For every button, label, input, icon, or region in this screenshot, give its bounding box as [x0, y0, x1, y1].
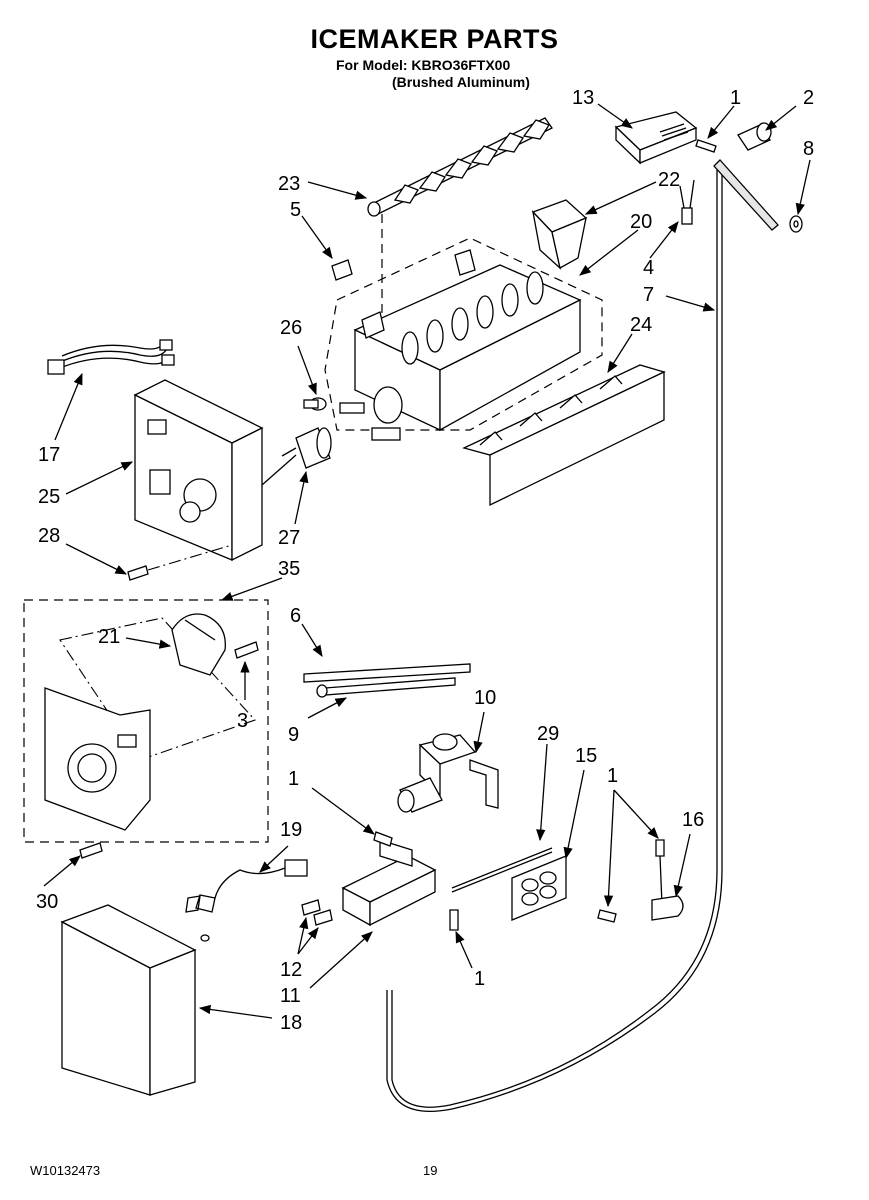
callout-13: 13: [572, 87, 594, 109]
callout-28: 28: [38, 525, 60, 547]
screw-3: [234, 641, 259, 659]
callout-labels: 13 1 2 8 23 22 5 20 4 7 26 24 17 25 28 2…: [36, 87, 814, 1034]
callout-16: 16: [682, 809, 704, 831]
screw-1-top: [695, 139, 717, 153]
callout-22: 22: [658, 169, 680, 191]
screw-1-bracket: [373, 831, 393, 847]
fill-cup-bracket-13: [614, 111, 698, 165]
clip-5: [331, 259, 353, 281]
callout-3: 3: [237, 710, 248, 732]
ice-mold-20: [339, 249, 582, 441]
callout-1-heater-group: 1: [607, 765, 618, 787]
callout-20: 20: [630, 211, 652, 233]
leader-lines: [43, 103, 811, 1019]
motor-27: [281, 427, 332, 469]
callout-6: 6: [290, 605, 301, 627]
callout-10: 10: [474, 687, 496, 709]
callout-2: 2: [803, 87, 814, 109]
callout-5: 5: [290, 199, 301, 221]
callout-1-bracket: 1: [288, 768, 299, 790]
fill-tube-6: [303, 663, 471, 683]
heater-29: [451, 847, 553, 893]
thermostat-4: [679, 179, 695, 225]
callout-30: 30: [36, 891, 58, 913]
callout-12: 12: [280, 959, 302, 981]
callout-1-heater-screw: 1: [474, 968, 485, 990]
callout-15: 15: [575, 745, 597, 767]
callout-7: 7: [643, 284, 654, 306]
callout-17: 17: [38, 444, 60, 466]
screw-30: [79, 842, 103, 859]
screw-1-heater: [449, 909, 459, 931]
ejector-23: [367, 117, 553, 217]
water-valve-10: [397, 733, 499, 813]
screw-28: [127, 565, 149, 581]
callout-4: 4: [643, 257, 654, 279]
callout-19: 19: [280, 819, 302, 841]
clamp-16: [651, 839, 684, 921]
finish-line: (Brushed Aluminum): [392, 74, 530, 90]
model-line: For Model: KBRO36FTX00: [336, 57, 511, 73]
inlet-tube-2: [713, 122, 779, 231]
water-tube-7: [391, 170, 718, 1108]
wiring-harness-19: [185, 859, 308, 942]
ice-stripper-24: [462, 364, 666, 507]
callout-27: 27: [278, 527, 300, 549]
screw-1-right: [597, 909, 617, 923]
callout-8: 8: [803, 138, 814, 160]
callout-35: 35: [278, 558, 300, 580]
callout-11: 11: [280, 985, 301, 1007]
callout-21: 21: [98, 626, 120, 648]
callout-25: 25: [38, 486, 60, 508]
fill-tube-9: [316, 677, 456, 698]
washer-8: [789, 215, 803, 233]
control-housing-25: [133, 379, 264, 562]
callout-23: 23: [278, 173, 300, 195]
document-number: W10132473: [30, 1163, 101, 1178]
callout-29: 29: [537, 723, 559, 745]
control-plate: [44, 687, 151, 831]
cover-18: [60, 904, 197, 1096]
callout-18: 18: [280, 1012, 302, 1034]
callout-24: 24: [630, 314, 652, 336]
bushing-26: [303, 397, 327, 411]
callout-9: 9: [288, 724, 299, 746]
page-title: ICEMAKER PARTS: [310, 24, 559, 54]
wire-harness-17: [47, 339, 175, 375]
callout-1-inlet: 1: [730, 87, 741, 109]
callout-26: 26: [280, 317, 302, 339]
page-number: 19: [423, 1163, 438, 1178]
module-21: [171, 613, 226, 676]
bracket-15: [511, 855, 567, 921]
screws-12: [301, 899, 333, 926]
fill-cup-22: [531, 199, 588, 270]
mounting-bracket-11: [341, 839, 437, 927]
